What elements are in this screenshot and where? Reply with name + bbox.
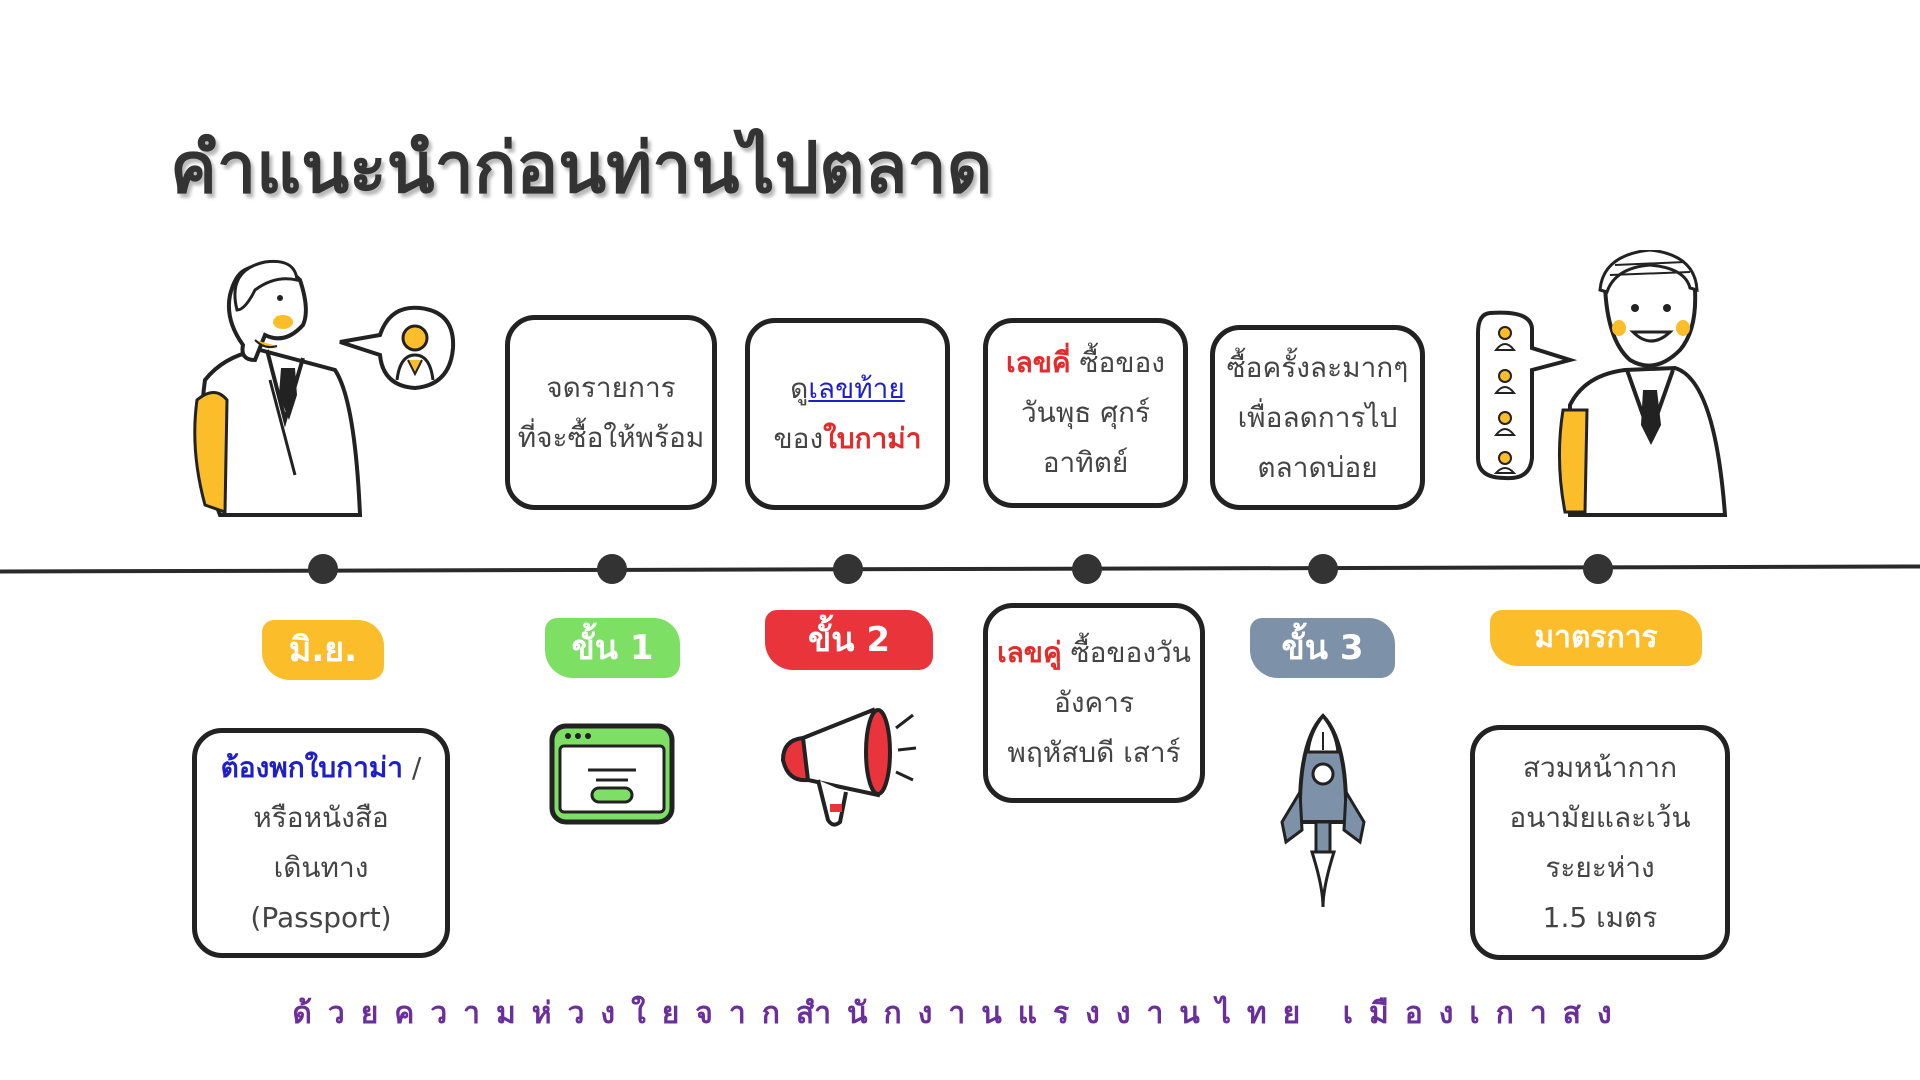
timeline-dot: [1072, 554, 1102, 584]
tip-text: ซื้อของ: [1070, 346, 1165, 379]
tip-text: สวมหน้ากาก: [1522, 750, 1678, 784]
tip-text: จดรายการ: [546, 370, 676, 404]
megaphone-icon: [780, 707, 917, 827]
speech-bubble-person-icon: [339, 305, 456, 391]
tip-text: ตลาดบ่อย: [1257, 450, 1378, 484]
timeline-line: [0, 564, 1920, 574]
last-digit-link: เลขท้าย: [808, 372, 905, 405]
tip-box-bulk: ซื้อครั้งละมากๆ เพื่อลดการไป ตลาดบ่อย: [1210, 325, 1425, 510]
rocket-icon: [1280, 713, 1366, 908]
tip-text: วันพุธ ศุกร์: [1020, 396, 1151, 429]
step-2-tag: ขั้น 2: [765, 610, 933, 670]
tip-text: อังคาร: [1054, 686, 1134, 719]
timeline-dot: [308, 554, 338, 584]
passport-box: ต้องพกใบกาม่า / หรือหนังสือ เดินทาง (Pas…: [192, 728, 450, 958]
tip-text: เพื่อลดการไป: [1237, 400, 1398, 434]
timeline-dot: [833, 554, 863, 584]
tip-box-last-digit: ดูเลขท้าย ของใบกาม่า: [745, 318, 950, 510]
tip-box-even: เลขคู่ ซื้อของวัน อังคาร พฤหัสบดี เสาร์: [983, 603, 1205, 803]
tip-text: หรือหนังสือ: [253, 801, 389, 834]
tip-text: อาทิตย์: [1042, 446, 1129, 479]
footer-text: ด้วยความห่วงใยจากสำนักงานแรงงานไทย เมือง…: [292, 996, 1628, 1031]
man-speaking-icon: [193, 259, 363, 517]
timeline-dot: [597, 554, 627, 584]
tip-text: ซื้อครั้งละมากๆ: [1226, 350, 1409, 384]
tip-text: 1.5 เมตร: [1542, 900, 1658, 934]
tip-highlight: ใบกาม่า: [823, 422, 922, 455]
tip-highlight: ต้องพกใบกาม่า: [220, 751, 404, 784]
tip-highlight: เลขคู่: [997, 636, 1062, 669]
tip-text: ดู: [790, 372, 809, 405]
timeline-dot: [1308, 554, 1338, 584]
tip-box-odd: เลขคี่ ซื้อของ วันพุธ ศุกร์ อาทิตย์: [983, 318, 1188, 508]
tip-text: (Passport): [250, 901, 392, 934]
tip-text: อนามัยและเว้น: [1509, 800, 1691, 834]
tip-text: ของ: [773, 422, 824, 455]
tip-text: เดินทาง: [273, 851, 369, 884]
page-title: คำแนะนำก่อนท่านไปตลาด: [170, 127, 993, 209]
measures-tag: มาตรการ: [1490, 610, 1702, 666]
tip-text: ซื้อของวัน: [1061, 636, 1191, 669]
mask-box: สวมหน้ากาก อนามัยและเว้น ระยะห่าง 1.5 เม…: [1470, 725, 1730, 960]
step-3-tag: ขั้น 3: [1250, 618, 1395, 678]
step-1-tag: ขั้น 1: [545, 618, 680, 678]
speech-bubble-people-icon: [1476, 310, 1578, 481]
tip-box-list: จดรายการ ที่จะซื้อให้พร้อม: [505, 315, 717, 510]
browser-window-icon: [549, 723, 675, 825]
smiling-man-icon: [1557, 250, 1728, 517]
tip-text: /: [403, 751, 422, 784]
tip-highlight: เลขคี่: [1006, 346, 1071, 379]
tip-text: ระยะห่าง: [1545, 850, 1655, 884]
month-tag: มิ.ย.: [262, 620, 384, 680]
tip-text: ที่จะซื้อให้พร้อม: [517, 420, 705, 454]
tip-text: พฤหัสบดี เสาร์: [1007, 736, 1181, 769]
timeline-dot: [1583, 554, 1613, 584]
